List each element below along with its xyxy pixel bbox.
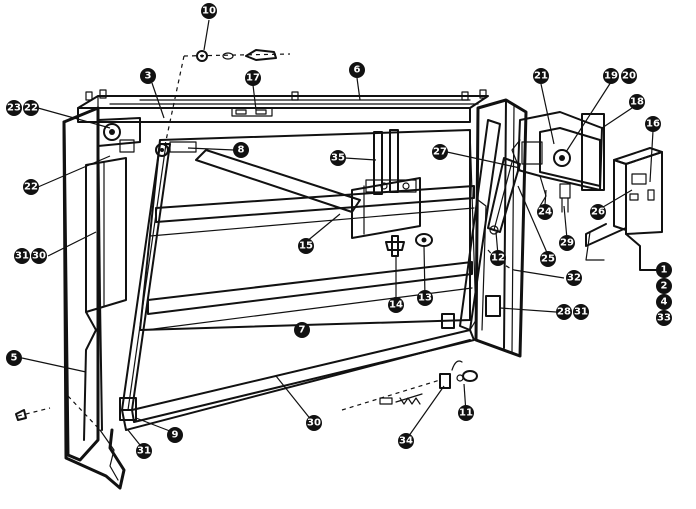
- callout-23: 23: [6, 100, 22, 116]
- svg-text:22: 22: [24, 103, 38, 114]
- svg-text:23: 23: [7, 103, 21, 114]
- svg-text:29: 29: [560, 238, 574, 249]
- callout-31-right: 31: [573, 304, 589, 320]
- callout-22-side: 22: [23, 179, 39, 195]
- callout-2: 2: [656, 278, 672, 294]
- svg-text:14: 14: [389, 300, 403, 311]
- cylinder-12: [487, 157, 521, 235]
- svg-text:17: 17: [246, 73, 260, 84]
- callout-11: 11: [458, 405, 474, 421]
- callout-14: 14: [388, 297, 404, 313]
- arm-15: [195, 149, 421, 239]
- bracket-left-bottom: [119, 397, 137, 421]
- callout-7: 7: [294, 322, 310, 338]
- svg-text:12: 12: [491, 253, 505, 264]
- callout-5: 5: [6, 350, 22, 366]
- callout-13: 13: [417, 290, 433, 306]
- callout-27: 27: [432, 144, 448, 160]
- svg-text:2: 2: [661, 281, 668, 292]
- svg-text:6: 6: [354, 65, 361, 76]
- svg-text:20: 20: [622, 71, 636, 82]
- svg-text:5: 5: [11, 353, 18, 364]
- callout-9: 9: [167, 427, 183, 443]
- svg-text:26: 26: [591, 207, 605, 218]
- svg-text:31: 31: [15, 251, 29, 262]
- callout-22-top: 22: [23, 100, 39, 116]
- callout-30-left: 30: [31, 248, 47, 264]
- svg-text:10: 10: [202, 6, 216, 17]
- top-parts-10: [163, 49, 291, 151]
- svg-text:30: 30: [32, 251, 46, 262]
- gate-panel: [121, 119, 501, 431]
- callout-3: 3: [140, 68, 156, 84]
- left-top-hardware: [97, 117, 197, 157]
- callout-33: 33: [656, 310, 672, 326]
- callout-26: 26: [590, 204, 606, 220]
- svg-text:31: 31: [574, 307, 588, 318]
- callout-35: 35: [330, 150, 346, 166]
- callout-12: 12: [490, 250, 506, 266]
- rail-17: [231, 107, 273, 117]
- callout-31-bottom: 31: [136, 443, 152, 459]
- svg-text:32: 32: [567, 273, 581, 284]
- svg-text:31: 31: [137, 446, 151, 457]
- drive-assembly: [511, 111, 605, 213]
- control-box: [585, 147, 663, 271]
- callout-29: 29: [559, 235, 575, 251]
- callout-24: 24: [537, 204, 553, 220]
- callout-10: 10: [201, 3, 217, 19]
- callout-34: 34: [398, 433, 414, 449]
- bracket-right-bottom: [441, 313, 455, 329]
- callout-6: 6: [349, 62, 365, 78]
- bottom-hardware: [341, 360, 478, 411]
- callout-30-bottom: 30: [306, 415, 322, 431]
- svg-text:27: 27: [433, 147, 447, 158]
- callout-17: 17: [245, 70, 261, 86]
- callout-19: 19: [603, 68, 619, 84]
- svg-text:30: 30: [307, 418, 321, 429]
- svg-text:9: 9: [172, 430, 179, 441]
- callout-1: 1: [656, 262, 672, 278]
- callout-25: 25: [540, 251, 556, 267]
- callout-31-left: 31: [14, 248, 30, 264]
- callout-8: 8: [233, 142, 249, 158]
- svg-text:24: 24: [538, 207, 552, 218]
- svg-text:16: 16: [646, 119, 660, 130]
- svg-text:28: 28: [557, 307, 571, 318]
- callout-20: 20: [621, 68, 637, 84]
- svg-text:1: 1: [661, 265, 668, 276]
- svg-text:7: 7: [299, 325, 306, 336]
- svg-text:19: 19: [604, 71, 618, 82]
- hinge-14-13: [385, 233, 433, 257]
- svg-text:22: 22: [24, 182, 38, 193]
- left-column: [62, 106, 127, 490]
- callout-4: 4: [656, 294, 672, 310]
- callout-16: 16: [645, 116, 661, 132]
- svg-text:15: 15: [299, 241, 313, 252]
- svg-text:13: 13: [418, 293, 432, 304]
- callout-21: 21: [533, 68, 549, 84]
- leader-lines: [21, 19, 654, 451]
- svg-text:33: 33: [657, 313, 671, 324]
- svg-text:8: 8: [238, 145, 245, 156]
- svg-text:3: 3: [145, 71, 152, 82]
- bracket-35: [365, 129, 417, 195]
- left-small-part: [15, 395, 101, 431]
- callout-32: 32: [566, 270, 582, 286]
- callout-18: 18: [629, 94, 645, 110]
- svg-text:21: 21: [534, 71, 548, 82]
- svg-text:34: 34: [399, 436, 413, 447]
- svg-text:18: 18: [630, 97, 644, 108]
- svg-text:4: 4: [661, 297, 668, 308]
- svg-text:11: 11: [459, 408, 473, 419]
- callout-28: 28: [556, 304, 572, 320]
- svg-text:25: 25: [541, 254, 555, 265]
- svg-text:35: 35: [331, 153, 345, 164]
- callout-15: 15: [298, 238, 314, 254]
